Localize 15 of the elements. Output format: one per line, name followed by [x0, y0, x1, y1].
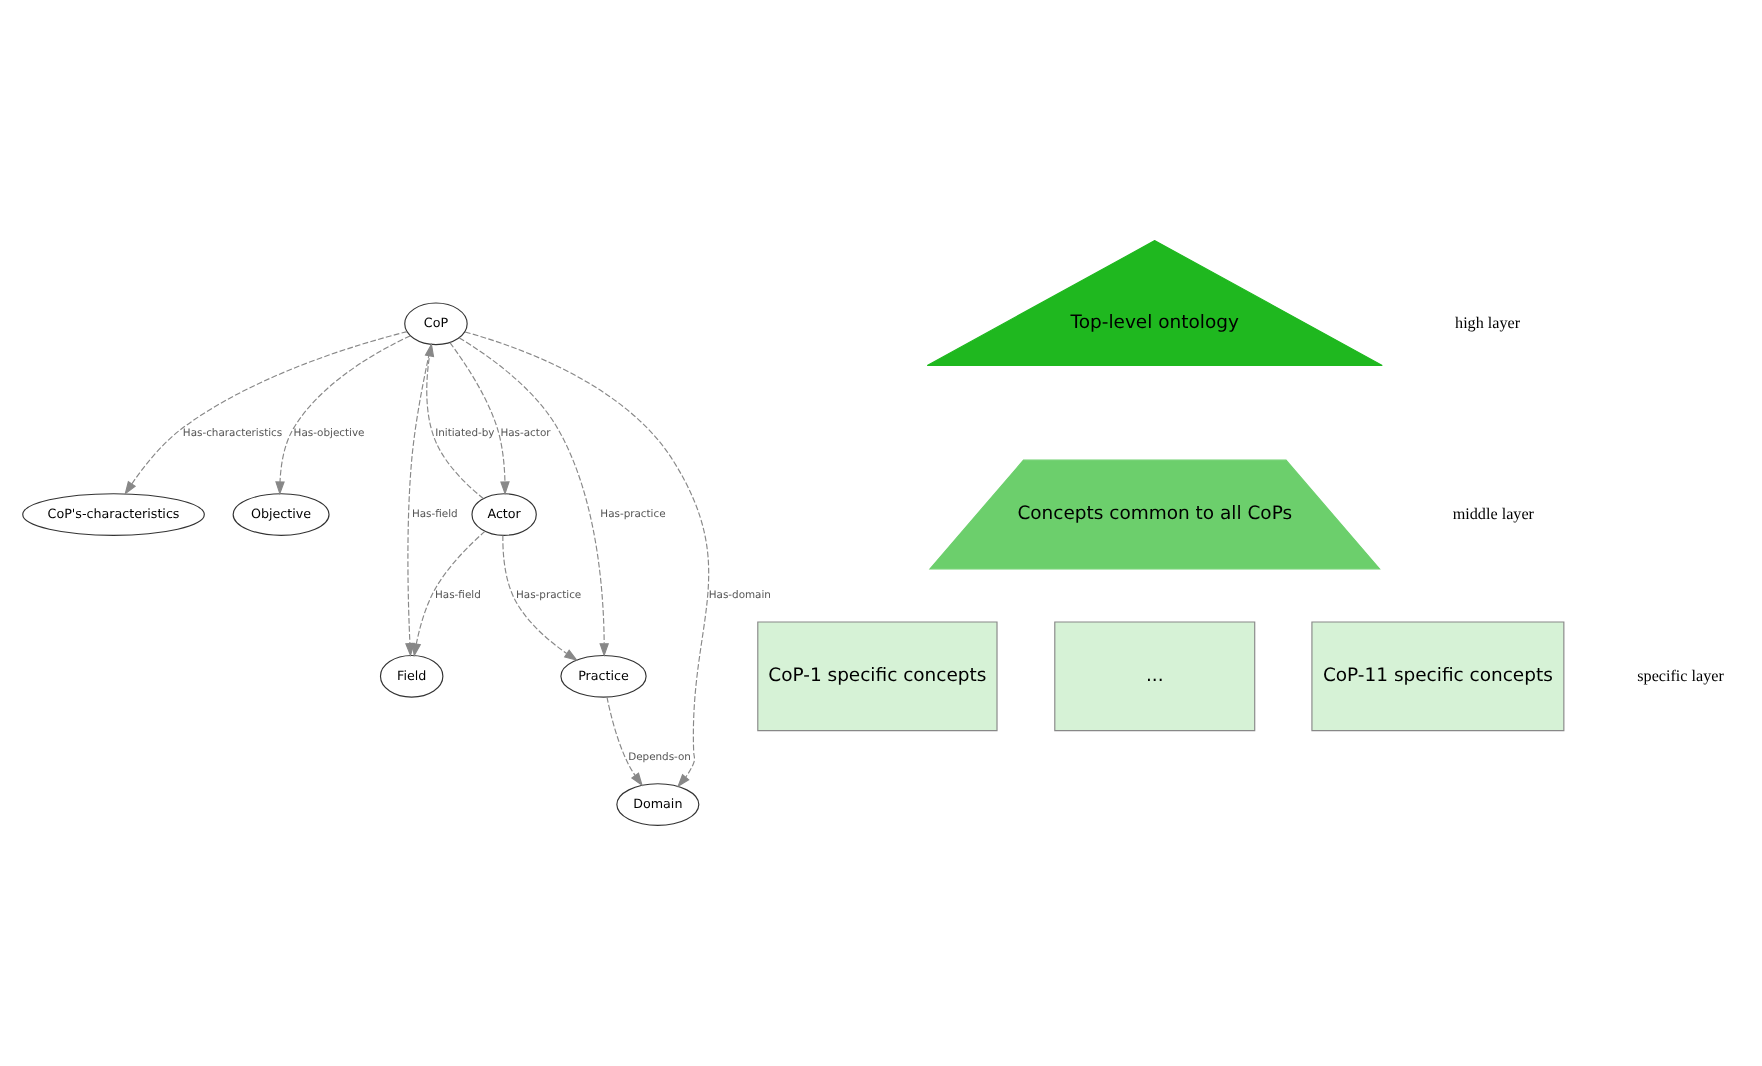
- arrow: [606, 696, 643, 787]
- arrow: [458, 337, 610, 658]
- node-box: CoP-11 specific concepts: [1311, 621, 1565, 732]
- arrow: [275, 335, 411, 496]
- arrow: [449, 342, 510, 496]
- arrow: [502, 535, 579, 661]
- arrow: [464, 331, 710, 788]
- arrow: [424, 342, 484, 500]
- label: middle layer: [1452, 504, 1534, 523]
- node-box: CoP-1 specific concepts: [757, 621, 998, 732]
- arrow: [124, 331, 408, 496]
- arrow: [411, 530, 486, 658]
- label: high layer: [1455, 314, 1521, 333]
- label: specific layer: [1637, 666, 1724, 685]
- node-box: ...: [1054, 621, 1256, 732]
